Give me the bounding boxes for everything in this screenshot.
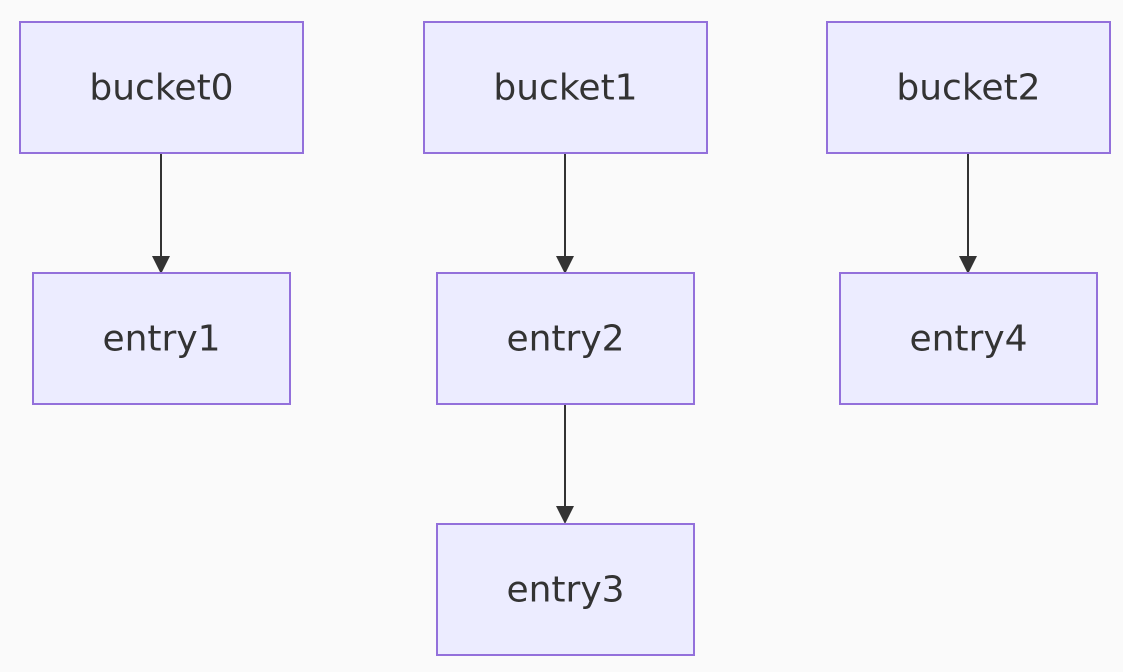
node-label-entry2: entry2	[506, 319, 624, 360]
edge-bucket0-entry1	[152, 153, 170, 274]
node-entry2[interactable]: entry2	[436, 272, 695, 405]
node-label-entry4: entry4	[909, 319, 1027, 360]
edge-bucket1-entry2	[556, 153, 574, 274]
node-bucket1[interactable]: bucket1	[423, 21, 708, 154]
node-entry1[interactable]: entry1	[32, 272, 291, 405]
arrow-head-icon	[959, 256, 977, 274]
arrow-head-icon	[556, 256, 574, 274]
arrow-head-icon	[556, 506, 574, 524]
node-label-bucket0: bucket0	[89, 68, 233, 109]
node-label-entry1: entry1	[102, 319, 220, 360]
edge-entry2-entry3	[556, 404, 574, 524]
edge-bucket2-entry4	[959, 153, 977, 274]
node-bucket0[interactable]: bucket0	[19, 21, 304, 154]
node-entry4[interactable]: entry4	[839, 272, 1098, 405]
node-label-bucket1: bucket1	[493, 68, 637, 109]
node-entry3[interactable]: entry3	[436, 523, 695, 656]
arrow-head-icon	[152, 256, 170, 274]
node-label-entry3: entry3	[506, 570, 624, 611]
node-label-bucket2: bucket2	[896, 68, 1040, 109]
node-bucket2[interactable]: bucket2	[826, 21, 1111, 154]
